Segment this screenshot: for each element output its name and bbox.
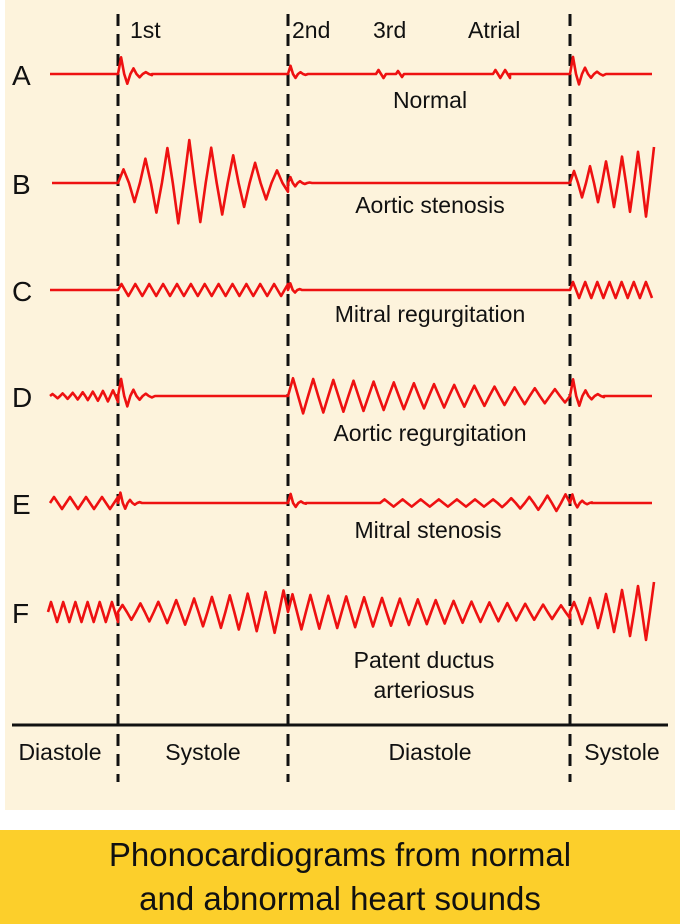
row-label-aortic-regurgitation: Aortic regurgitation (333, 420, 526, 446)
phase-diastole-1: Diastole (18, 739, 101, 765)
waveform-mitral-stenosis (48, 491, 652, 513)
row-letter-e: E (12, 489, 31, 520)
waveform-aortic-regurgitation (49, 376, 652, 415)
row-label-aortic-stenosis: Aortic stenosis (355, 192, 505, 218)
caption-line-1: Phonocardiograms from normal (108, 836, 572, 873)
phase-diastole-2: Diastole (388, 739, 471, 765)
row-label-mitral-stenosis: Mitral stenosis (355, 517, 502, 543)
row-letter-f: F (12, 598, 29, 629)
row-letter-c: C (12, 276, 32, 307)
phase-systole-2: Systole (584, 739, 659, 765)
row-label-mitral-regurgitation: Mitral regurgitation (335, 301, 525, 327)
caption-bar: Phonocardiograms from normal and abnorma… (0, 830, 680, 924)
waveform-aortic-stenosis (52, 138, 656, 225)
waveform-normal (50, 55, 652, 86)
row-label-pda-line1: Patent ductus (354, 647, 495, 673)
label-3rd: 3rd (373, 17, 406, 43)
row-label-pda-line2: arteriosus (374, 677, 475, 703)
row-letter-a: A (12, 60, 31, 91)
waveform-mitral-regurgitation (50, 280, 654, 300)
caption-line-2: and abnormal heart sounds (139, 880, 541, 917)
row-label-normal: Normal (393, 87, 467, 113)
phase-systole-1: Systole (165, 739, 240, 765)
row-letter-b: B (12, 169, 31, 200)
label-1st: 1st (130, 17, 161, 43)
phonocardiogram-diagram: 1st 2nd 3rd Atrial A B C D E F Normal Ao… (12, 14, 668, 782)
row-letter-d: D (12, 382, 32, 413)
label-atrial: Atrial (468, 17, 520, 43)
waveform-patent-ductus-arteriosus (46, 581, 656, 642)
label-2nd: 2nd (292, 17, 330, 43)
